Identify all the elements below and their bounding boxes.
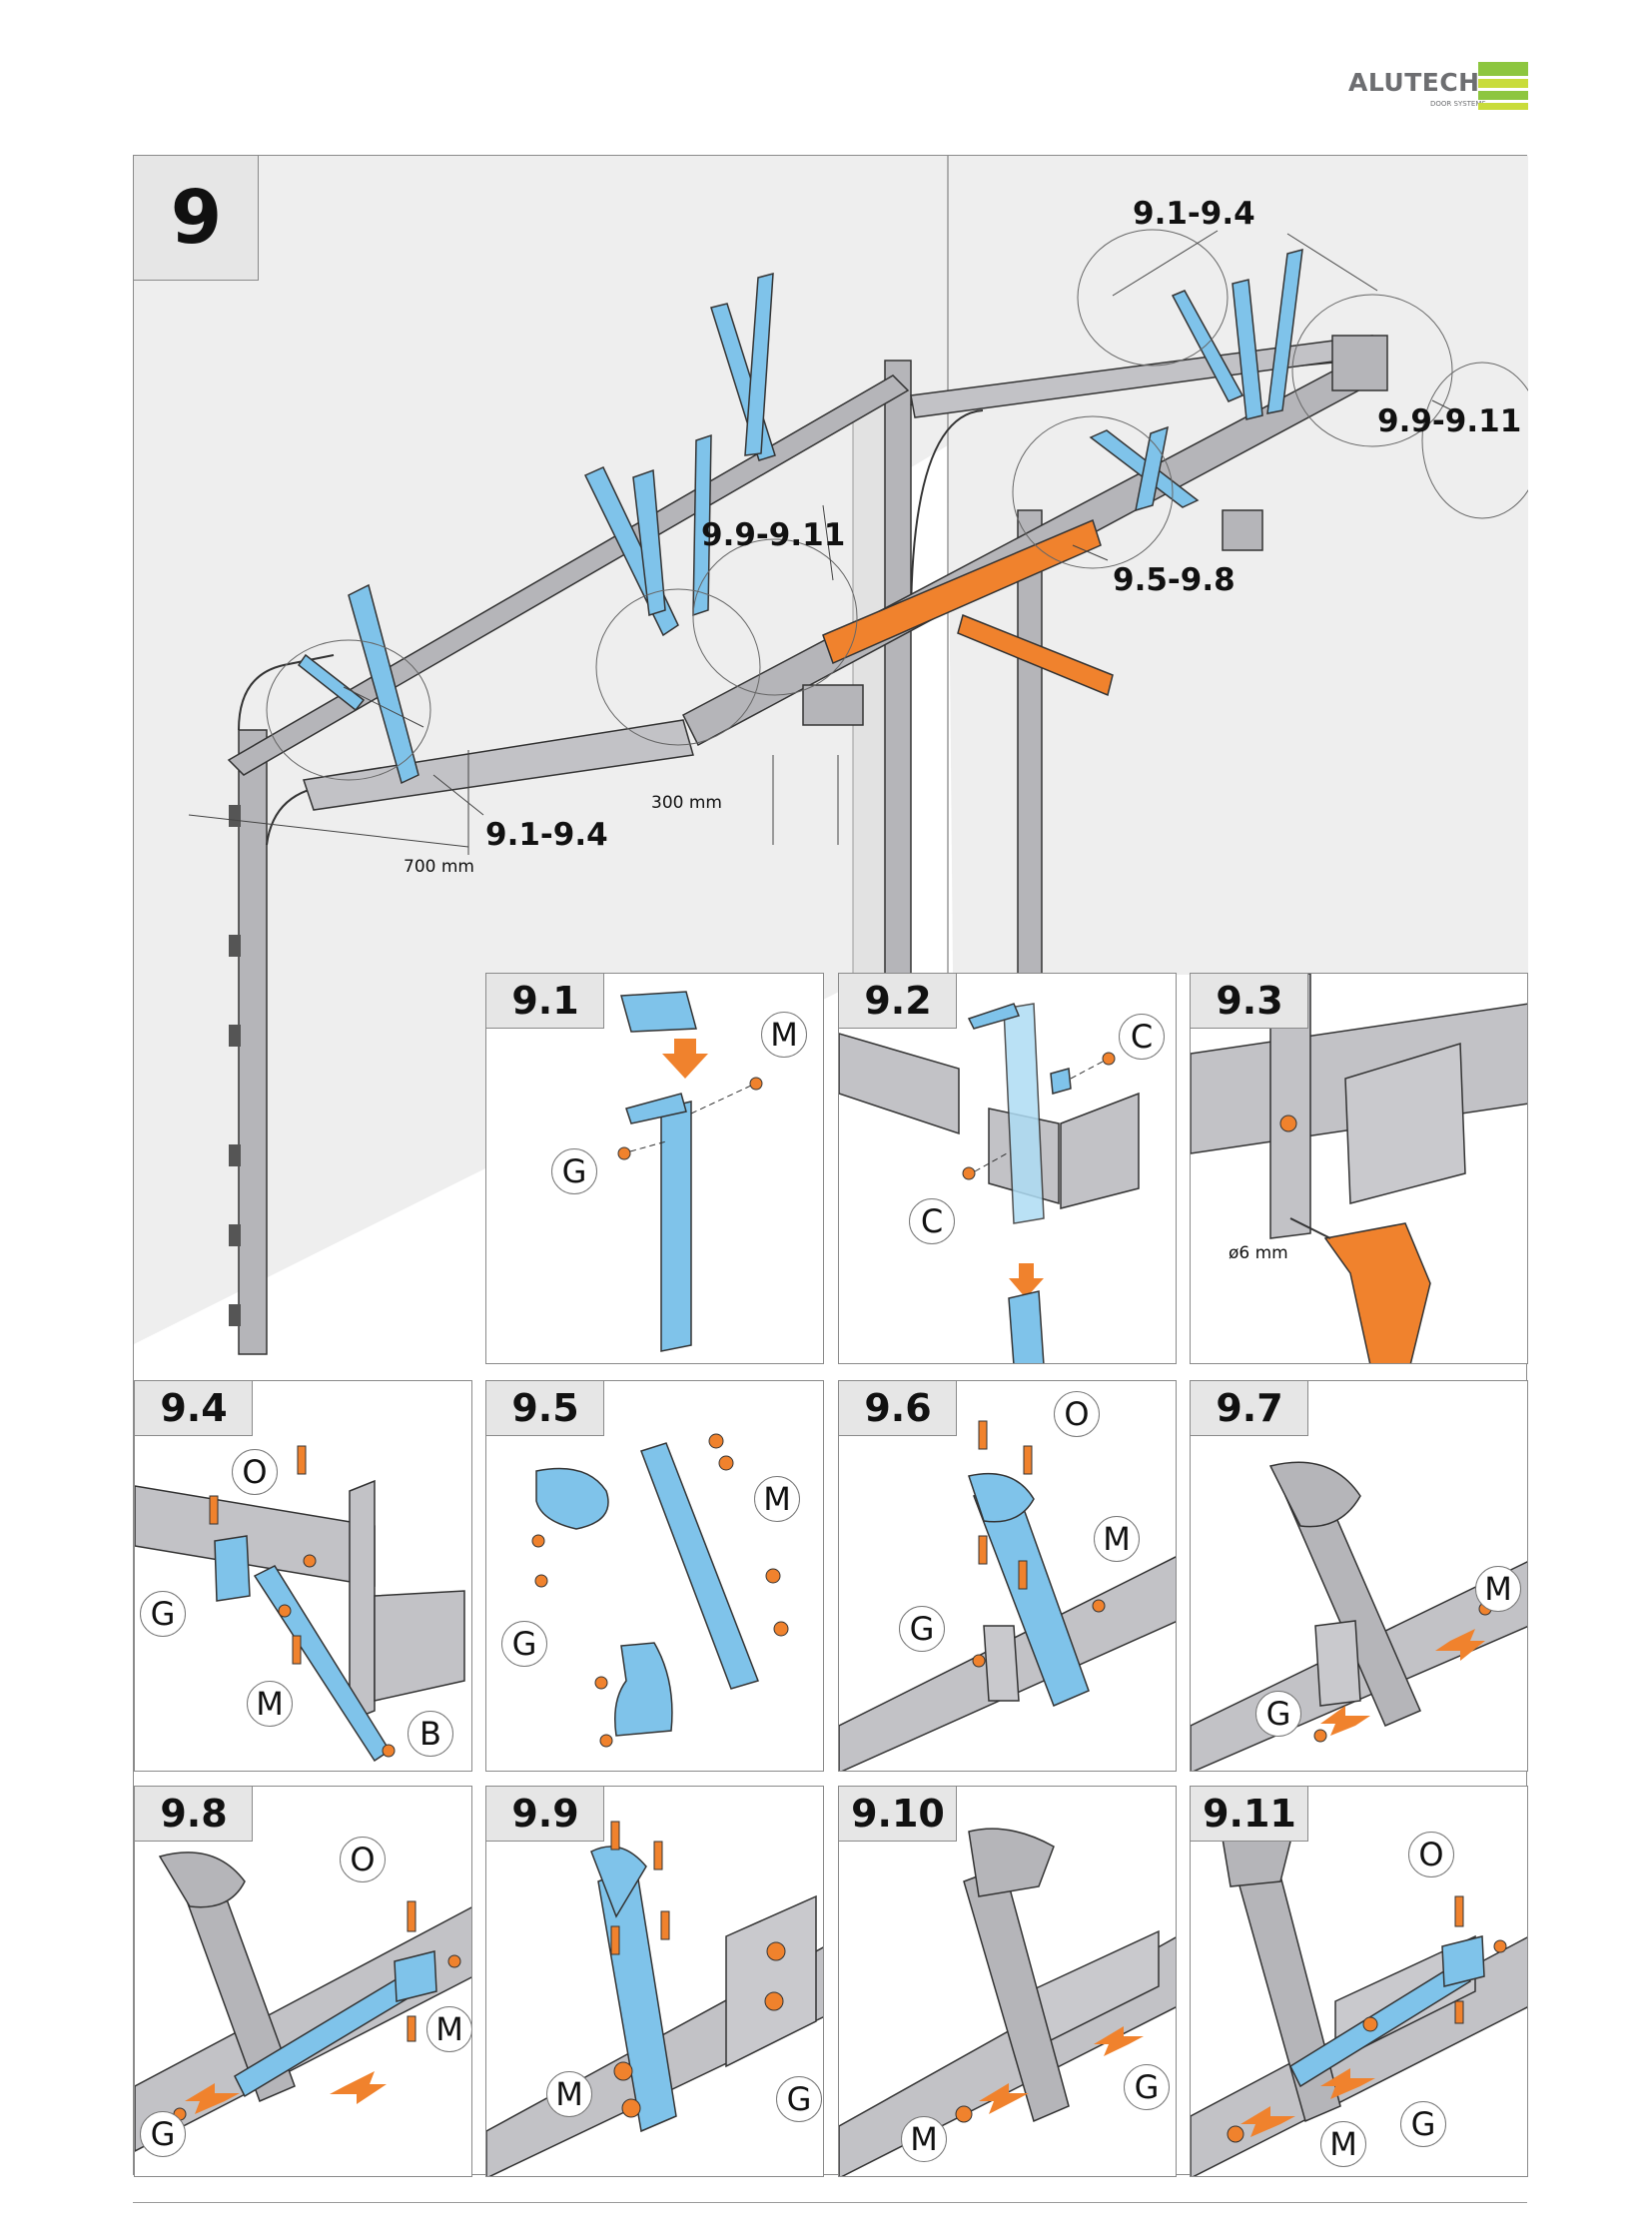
right-vertical-track (884, 360, 1353, 976)
panel-tab: 9.3 (1191, 974, 1308, 1029)
step-badge: 9 (134, 156, 259, 281)
footer-rule (133, 2202, 1527, 2203)
letter-o-bubble: O (1408, 1832, 1454, 1877)
panel-label: 9.10 (851, 1792, 945, 1836)
letter-g-bubble: G (899, 1606, 945, 1652)
panel-9-3: 9.3 ø6 mm (1190, 973, 1528, 1364)
panel-tab: 9.9 (486, 1787, 604, 1842)
left-vertical-track (229, 654, 335, 1355)
letter-m-bubble: M (546, 2071, 592, 2117)
panel-9-6: 9.6 O M G (838, 1380, 1177, 1772)
panel-tab: 9.2 (839, 974, 957, 1029)
callout-left: 9.1-9.4 (485, 817, 608, 853)
brand-logo: ALUTECH DOOR SYSTEMS (1338, 58, 1538, 114)
letter-g-bubble: G (1400, 2101, 1446, 2147)
panel-9-7: 9.7 M G (1190, 1380, 1528, 1772)
panel-tab: 9.11 (1191, 1787, 1308, 1842)
letter-g-bubble: G (140, 1591, 186, 1637)
blue-brackets (297, 248, 1303, 785)
letter-g-bubble: G (776, 2076, 822, 2122)
letter-g-bubble: G (501, 1621, 547, 1667)
panel-tab: 9.7 (1191, 1381, 1308, 1436)
brand-name: ALUTECH (1348, 68, 1480, 97)
panel-9-5: 9.5 M G (485, 1380, 824, 1772)
spirit-level (822, 518, 1102, 665)
garage-door-track-illustration (134, 156, 1543, 1355)
letter-m-bubble: M (247, 1681, 293, 1727)
panel-9-4: 9.4 O G M B (134, 1380, 472, 1772)
dimension-700mm: 700 mm (404, 857, 474, 877)
panel-label: 9.6 (864, 1386, 932, 1430)
brand-stripes-icon (1478, 62, 1528, 110)
letter-c-bubble: C (909, 1198, 955, 1244)
panel-label: 9.5 (511, 1386, 579, 1430)
letter-g-bubble: G (1255, 1691, 1301, 1737)
clamp (957, 613, 1114, 697)
panel-tab: 9.10 (839, 1787, 957, 1842)
panel-tab: 9.4 (135, 1381, 253, 1436)
letter-g-bubble: G (551, 1148, 597, 1194)
letter-o-bubble: O (340, 1837, 386, 1882)
step-number: 9 (170, 175, 223, 261)
brand-subtitle: DOOR SYSTEMS (1430, 100, 1486, 108)
panel-label: 9.3 (1216, 979, 1283, 1023)
panel-9-11: 9.11 O G M (1190, 1786, 1528, 2177)
letter-m-bubble: M (901, 2116, 947, 2162)
panel-tab: 9.5 (486, 1381, 604, 1436)
letter-m-bubble: M (426, 2006, 471, 2052)
panel-label: 9.8 (160, 1792, 228, 1836)
detail-circles (266, 229, 1543, 781)
dimension-300mm: 300 mm (651, 793, 722, 813)
letter-o-bubble: O (1054, 1391, 1100, 1437)
letter-o-bubble: O (232, 1449, 278, 1495)
instruction-frame: 9 9.1-9.4 9.9-9.11 9.9-9.11 9.5-9.8 9.1-… (133, 155, 1543, 2177)
callout-right-middle: 9.5-9.8 (1113, 562, 1236, 598)
panel-label: 9.4 (160, 1386, 228, 1430)
panel-label: 9.7 (1216, 1386, 1283, 1430)
letter-c-bubble: C (1119, 1014, 1165, 1060)
panel-tab: 9.6 (839, 1381, 957, 1436)
letter-m-bubble: M (754, 1476, 800, 1522)
letter-g-bubble: G (1124, 2064, 1170, 2110)
panel-label: 9.11 (1203, 1792, 1296, 1836)
panel-tab: 9.1 (486, 974, 604, 1029)
panel-label: 9.2 (864, 979, 932, 1023)
panel-9-8: 9.8 O M G (134, 1786, 472, 2177)
left-horizontal-track (303, 719, 694, 811)
panel-tab: 9.8 (135, 1787, 253, 1842)
panel-9-1: 9.1 M G (485, 973, 824, 1364)
panel-9-9: 9.9 M G (485, 1786, 824, 2177)
upper-left-rail (227, 374, 910, 776)
panel-9-2: 9.2 C C (838, 973, 1177, 1364)
letter-m-bubble: M (1094, 1516, 1140, 1562)
letter-g-bubble: G (140, 2111, 186, 2157)
main-scene: 9 9.1-9.4 9.9-9.11 9.9-9.11 9.5-9.8 9.1-… (134, 156, 1543, 1374)
callout-top-right: 9.9-9.11 (1377, 403, 1522, 439)
callout-center: 9.9-9.11 (701, 517, 846, 553)
callout-top-center: 9.1-9.4 (1133, 196, 1255, 232)
letter-m-bubble: M (1475, 1566, 1521, 1612)
letter-m-bubble: M (761, 1012, 807, 1058)
dimension-6mm: ø6 mm (1229, 1243, 1288, 1263)
panel-label: 9.9 (511, 1792, 579, 1836)
panel-label: 9.1 (511, 979, 579, 1023)
panel-9-10: 9.10 G M (838, 1786, 1177, 2177)
letter-m-bubble: M (1320, 2121, 1366, 2167)
letter-b-bubble: B (408, 1711, 453, 1757)
